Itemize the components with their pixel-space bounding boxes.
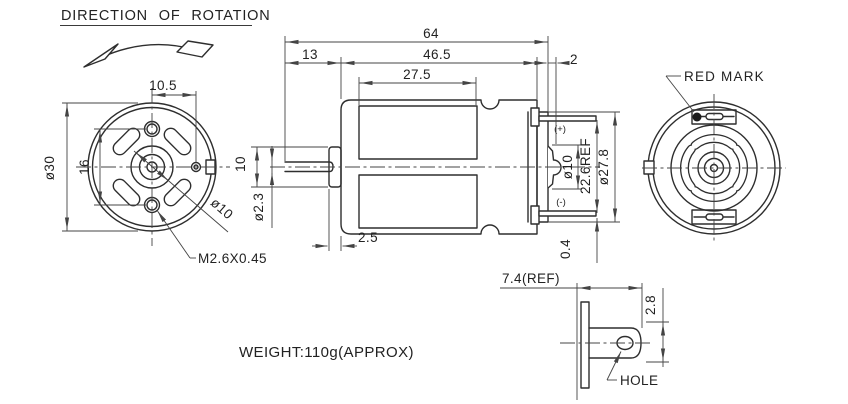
label-total-length: 64 [423, 26, 439, 41]
red-mark-callout: RED MARK [665, 69, 765, 113]
vent-slot-upper-left [112, 127, 141, 156]
label-magnet-length: 27.5 [403, 67, 431, 82]
magnet-window-bottom [358, 174, 478, 229]
detail-plate [580, 301, 590, 389]
label-positive-terminal: (+) [554, 124, 566, 135]
vent-slot-lower-left [112, 178, 141, 207]
label-shaft-diameter: ø2.3 [251, 193, 266, 222]
thread-callout: M2.6X0.45 [157, 210, 267, 266]
label-red-mark: RED MARK [684, 69, 765, 84]
dim-hole-offset: 10.5 [149, 78, 197, 162]
dim-brush-cap-diameter: ø10 [552, 144, 582, 190]
label-rear-length: 2 [570, 52, 578, 67]
label-boss-height: 10 [233, 156, 248, 172]
terminal-detail-view: 7.4(REF) 2.8 HOLE [500, 271, 669, 400]
terminal-bracket-negative [530, 205, 540, 225]
label-mount-hole-spacing: 16 [77, 159, 92, 175]
label-terminal-spacing: 22.6REF [578, 138, 593, 194]
dim-terminal-spacing: 22.6REF [578, 120, 600, 213]
label-hole-offset-detail: 2.8 [643, 295, 658, 315]
pilot-hole [190, 161, 202, 173]
rotation-arrow-tail-icon [176, 40, 214, 58]
pilot-hole-inner [193, 164, 199, 170]
vent-slot-lower-right [163, 178, 192, 207]
weight-note: WEIGHT:110g(APPROX) [239, 344, 414, 361]
dim-rear-length: 2 [534, 52, 578, 144]
side-view: (+) (-) 64 13 46.5 [233, 26, 620, 263]
terminal-tab-negative [538, 210, 597, 217]
dim-magnet-length: 27.5 [358, 67, 477, 105]
magnet-window-top [358, 105, 478, 160]
dim-mount-hole-spacing: 16 [77, 128, 146, 206]
motor-body [340, 99, 538, 235]
dim-outer-diameter: ø30 [42, 102, 138, 232]
hole-callout: HOLE [606, 351, 658, 388]
dim-endcap-diameter: ø27.8 [548, 111, 620, 223]
dim-shaft-diameter: ø2.3 [251, 146, 275, 228]
label-endcap-diameter: ø27.8 [596, 149, 611, 186]
dim-total-length: 64 [284, 26, 549, 161]
label-tab-length: 7.4(REF) [502, 271, 560, 286]
rotation-arrow [83, 40, 214, 68]
label-boss-setback: 2.5 [358, 230, 378, 245]
dim-shaft-length: 13 [285, 47, 342, 99]
label-terminal-thickness: 0.4 [558, 239, 573, 259]
label-body-length: 46.5 [423, 47, 451, 62]
label-shaft-length: 13 [302, 47, 318, 62]
drawing-title: DIRECTION OF ROTATION [61, 8, 271, 24]
dim-boss-height: 10 [233, 146, 328, 188]
label-brush-cap-diameter: ø10 [560, 155, 575, 179]
rear-seam-notch [643, 160, 655, 175]
label-hole: HOLE [620, 373, 658, 388]
label-outer-diameter: ø30 [42, 156, 57, 180]
label-hole-offset: 10.5 [149, 78, 177, 93]
dim-hole-offset-detail: 2.8 [643, 288, 669, 367]
rotation-arrow-head-icon [83, 43, 119, 68]
terminal-bracket-positive [530, 107, 540, 127]
dim-terminal-thickness: 0.4 [558, 218, 600, 263]
label-negative-terminal: (-) [556, 197, 566, 208]
dim-tab-length: 7.4(REF) [500, 271, 643, 328]
vent-slot-upper-right [163, 127, 192, 156]
title-block: DIRECTION OF ROTATION [60, 8, 271, 26]
label-thread-spec: M2.6X0.45 [198, 251, 267, 266]
dim-boss-setback: 2.5 [312, 189, 378, 251]
red-mark-dot [692, 112, 702, 122]
dim-body-length: 46.5 [341, 47, 538, 99]
terminal-tab-positive [538, 115, 597, 122]
rear-view: RED MARK [642, 69, 786, 242]
